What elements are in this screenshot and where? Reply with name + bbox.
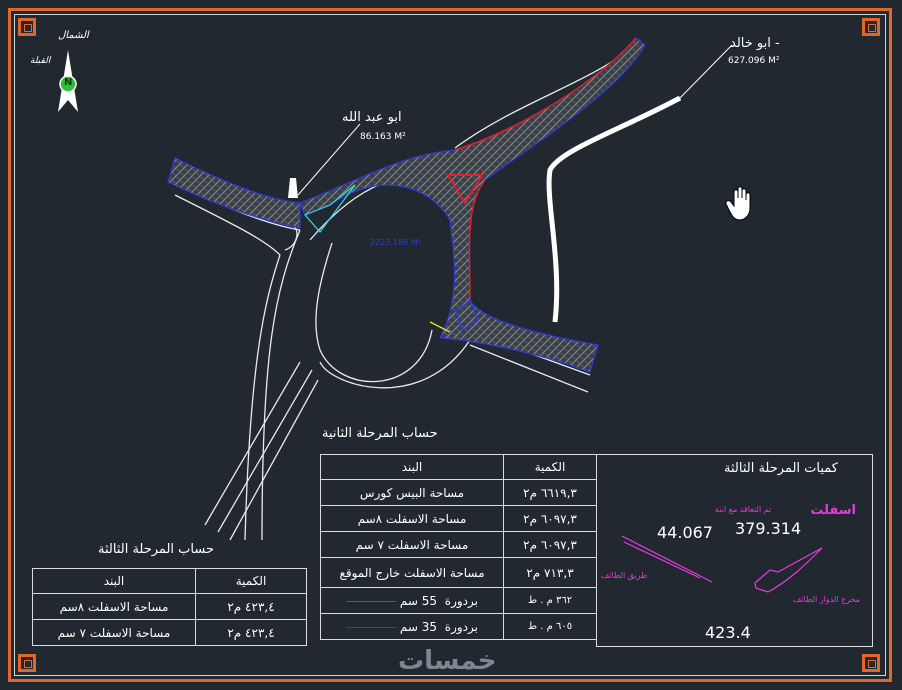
owner-1-area: 86.163 M² bbox=[360, 132, 406, 142]
kerb-blue-swatch bbox=[346, 626, 396, 628]
traffic-island-triangle bbox=[446, 174, 484, 205]
value-b: 379.314 bbox=[735, 519, 802, 538]
watermark-logo: خمسات bbox=[398, 646, 497, 676]
road-label: طريق الطائف bbox=[601, 571, 648, 580]
drawing-frame-outer bbox=[8, 8, 892, 682]
phase2-title: حساب المرحلة الثانية bbox=[322, 426, 438, 441]
center-area-label: 2223.186 M² bbox=[370, 238, 421, 247]
owner-1-name: ابو عبد الله bbox=[342, 110, 402, 125]
asphalt-area-main bbox=[299, 37, 646, 373]
contract-note: تم التعاقد مع ابنة bbox=[715, 505, 772, 514]
value-a: 44.067 bbox=[657, 523, 713, 542]
table-cell: ٤٢٣,٤ م٢ bbox=[195, 593, 307, 620]
kerb-red-55 bbox=[454, 37, 637, 151]
plot-boundary-line bbox=[546, 95, 682, 323]
phase2-table: البند الكمية مساحة البيس كورس ٦٦١٩,٣ م٢ … bbox=[320, 454, 597, 640]
table-cell: ٦٠٩٧,٣ م٢ bbox=[503, 505, 597, 532]
hand-cursor-icon bbox=[725, 186, 751, 221]
phase3-total: 423.4 bbox=[705, 623, 751, 642]
frame-corner-bottom-right bbox=[862, 654, 880, 672]
north-subtitle: القبلة bbox=[30, 56, 51, 66]
leader-owner-1 bbox=[297, 123, 361, 196]
table-row: مساحة الاسفلت ٨سم ٦٠٩٧,٣ م٢ bbox=[320, 505, 597, 532]
table-row: مساحة البيس كورس ٦٦١٩,٣ م٢ bbox=[320, 479, 597, 506]
table-row: بردورة 35 سم ٦٠٥ م . ط bbox=[320, 613, 597, 640]
north-letter: N bbox=[64, 77, 73, 88]
frame-corner-top-left bbox=[18, 18, 36, 36]
header-item: البند bbox=[32, 568, 196, 594]
header-qty: الكمية bbox=[503, 454, 597, 480]
table-cell: ٦٦١٩,٣ م٢ bbox=[503, 479, 597, 506]
kerb-red-swatch bbox=[346, 600, 396, 602]
table-row: البند الكمية bbox=[32, 568, 307, 594]
blue-island bbox=[455, 298, 479, 332]
header-item: البند bbox=[320, 454, 504, 480]
table-row: مساحة الاسفلت ٧ سم ٤٢٣,٤ م٢ bbox=[32, 619, 307, 646]
kerb-red-inner bbox=[468, 179, 486, 301]
table-cell: ٧١٣,٣ م٢ bbox=[503, 557, 597, 588]
north-title: الشمال bbox=[58, 30, 89, 41]
owner-2-area: 627.096 M² bbox=[728, 56, 780, 66]
plot-marker bbox=[288, 178, 298, 198]
header-qty: الكمية bbox=[195, 568, 307, 594]
leader-owner-2 bbox=[679, 44, 733, 99]
yellow-line bbox=[429, 321, 451, 333]
table-cell: مساحة الاسفلت ٨سم bbox=[320, 505, 504, 532]
table-row: مساحة الاسفلت ٧ سم ٦٠٩٧,٣ م٢ bbox=[320, 531, 597, 558]
table-cell: ٤٢٣,٤ م٢ bbox=[195, 619, 307, 646]
owner-2-name: - ابو خالد bbox=[730, 36, 780, 51]
table-cell: ٦٠٥ م . ط bbox=[503, 613, 597, 640]
phase3-table: البند الكمية مساحة الاسفلت ٨سم ٤٢٣,٤ م٢ … bbox=[32, 568, 307, 646]
table-row: البند الكمية bbox=[320, 454, 597, 480]
kerb-dim: 55 سم bbox=[399, 593, 437, 608]
phase3-panel-title: كميات المرحلة الثالثة bbox=[724, 461, 838, 476]
table-cell: ٦٠٩٧,٣ م٢ bbox=[503, 531, 597, 558]
table-cell: مساحة البيس كورس bbox=[320, 479, 504, 506]
phase3-road-shape bbox=[621, 535, 713, 583]
kerb-label: بردورة bbox=[444, 619, 478, 634]
kerb-label: بردورة bbox=[444, 593, 478, 608]
frame-corner-top-right bbox=[862, 18, 880, 36]
table-row: مساحة الاسفلت ٨سم ٤٢٣,٤ م٢ bbox=[32, 593, 307, 620]
cyan-boundary bbox=[303, 184, 356, 233]
frame-corner-bottom-left bbox=[18, 654, 36, 672]
exit-label: مخرج الدوار الطائف bbox=[793, 595, 861, 604]
table-cell: ٣٦٢ م . ط bbox=[503, 587, 597, 614]
table-row: بردورة 55 سم ٣٦٢ م . ط bbox=[320, 587, 597, 614]
phase3-quantities-panel: كميات المرحلة الثالثة اسفلت تم التعاقد م… bbox=[596, 454, 873, 647]
table-row: مساحة الاسفلت خارج الموقع ٧١٣,٣ م٢ bbox=[320, 557, 597, 588]
drawing-frame-inner bbox=[14, 14, 886, 676]
phase3-table-title: حساب المرحلة الثالثة bbox=[98, 542, 214, 557]
north-arrow-icon bbox=[58, 50, 78, 112]
kerb-dim: 35 سم bbox=[399, 619, 437, 634]
table-cell: مساحة الاسفلت ٧ سم bbox=[32, 619, 196, 646]
table-cell: مساحة الاسفلت خارج الموقع bbox=[320, 557, 504, 588]
table-cell: مساحة الاسفلت ٧ سم bbox=[320, 531, 504, 558]
table-cell: مساحة الاسفلت ٨سم bbox=[32, 593, 196, 620]
table-cell: بردورة 35 سم bbox=[320, 613, 504, 640]
phase3-exit-shape bbox=[754, 547, 823, 593]
asphalt-label: اسفلت bbox=[810, 503, 856, 518]
table-cell: بردورة 55 سم bbox=[320, 587, 504, 614]
asphalt-area-west bbox=[167, 157, 301, 229]
